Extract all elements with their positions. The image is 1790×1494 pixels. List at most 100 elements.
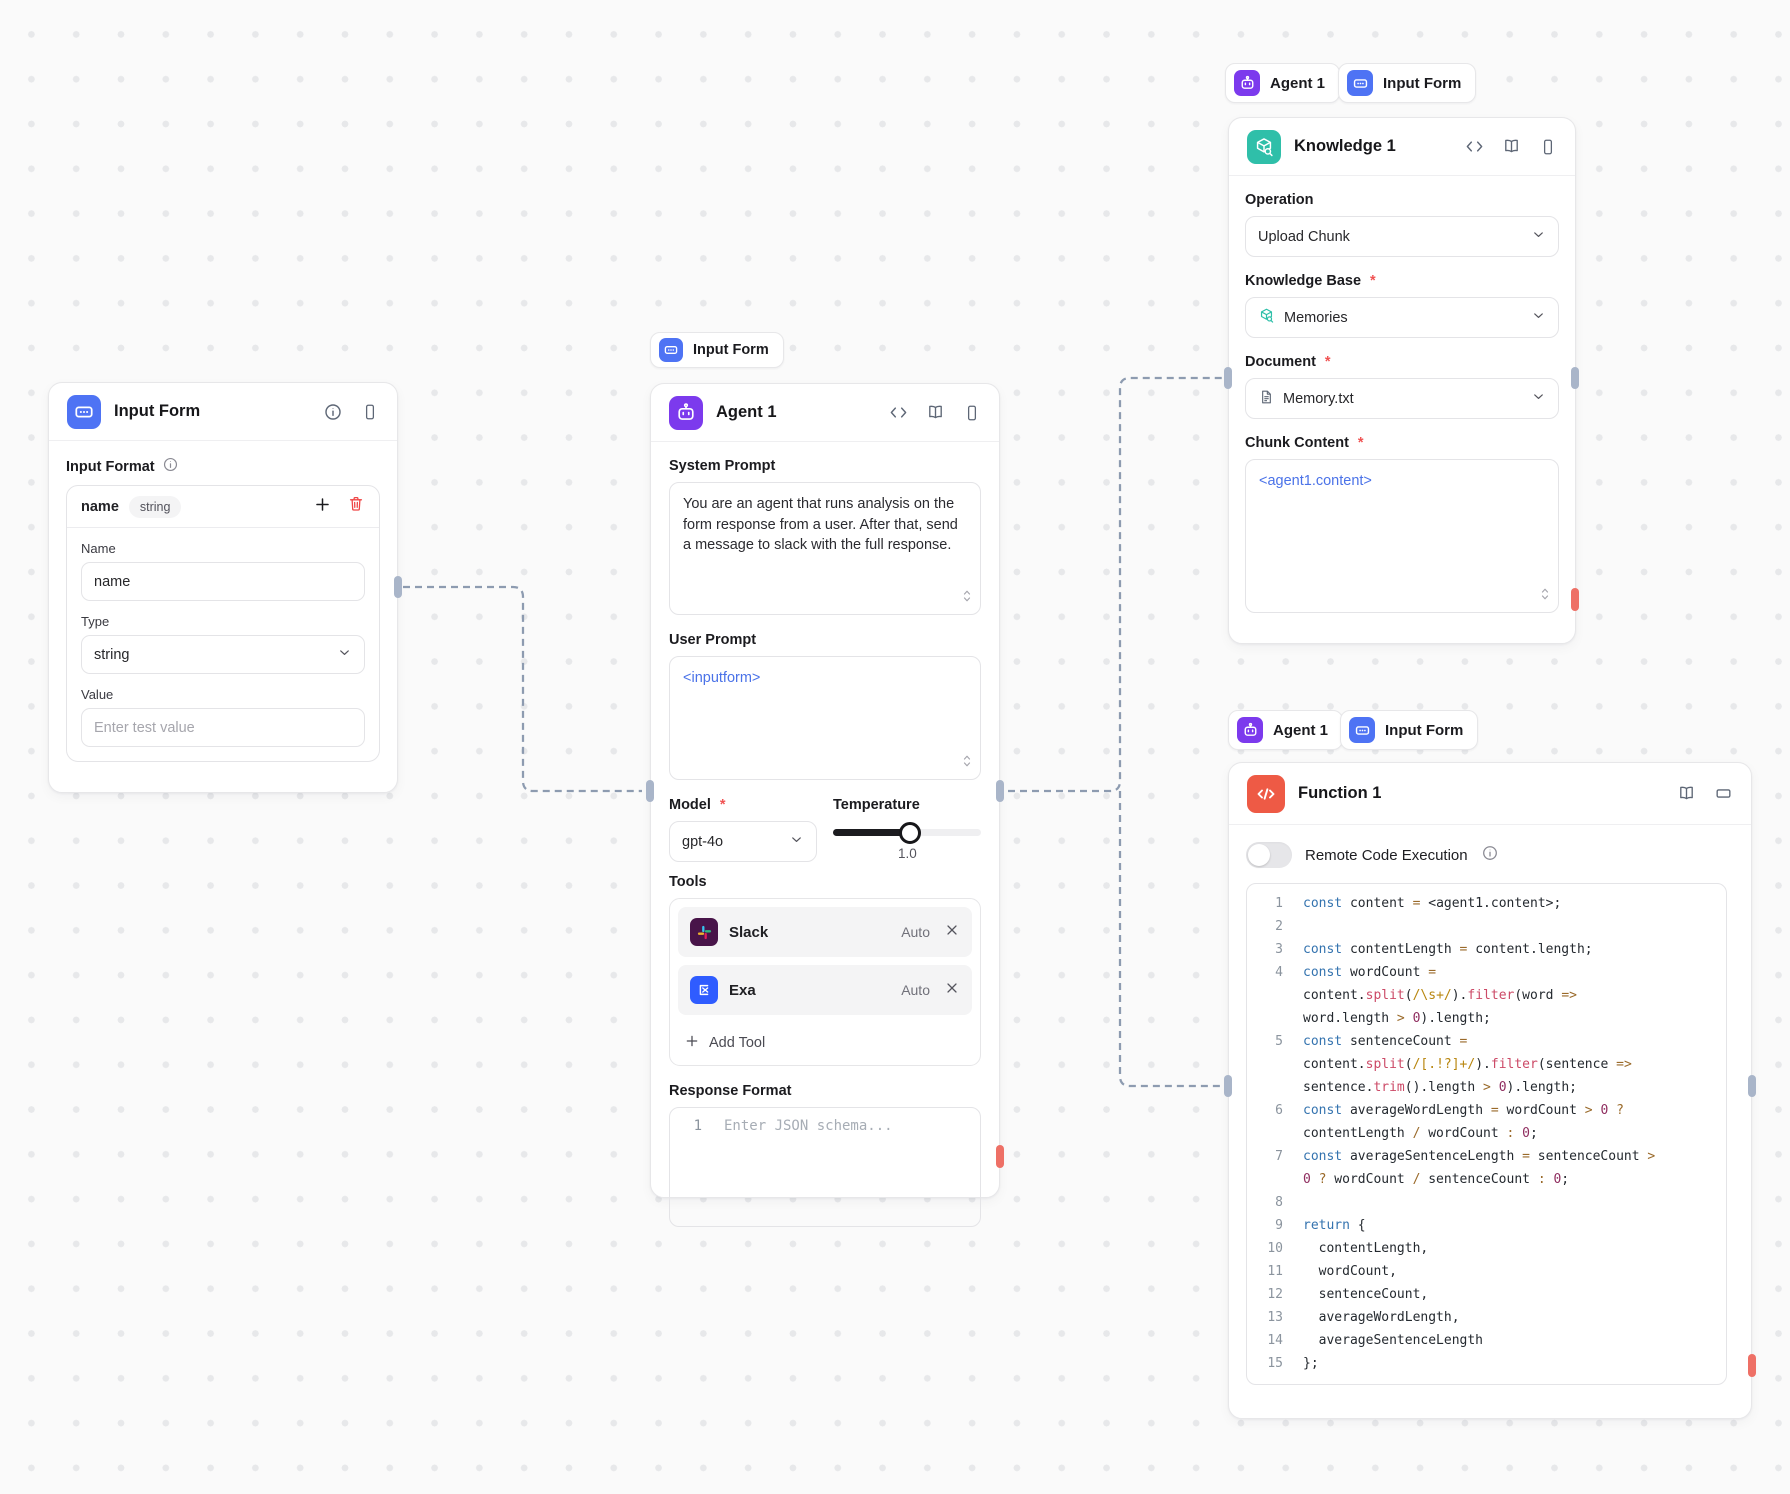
value-input[interactable]: Enter test value — [81, 708, 365, 747]
input-form-icon — [659, 338, 683, 362]
model-label: Model* — [669, 797, 726, 813]
port-knowledge-input[interactable] — [1224, 367, 1232, 389]
temperature-slider[interactable] — [833, 821, 981, 844]
node-title: Knowledge 1 — [1294, 137, 1396, 155]
file-icon — [1258, 389, 1274, 409]
model-select[interactable]: gpt-4o — [669, 821, 817, 862]
reference-badge-input-form[interactable]: Input Form — [650, 332, 784, 368]
temperature-value: 1.0 — [897, 846, 917, 861]
code-row: 12 sentenceCount, — [1267, 1287, 1429, 1302]
port-input-form-output[interactable] — [394, 576, 402, 598]
knowledge-base-select[interactable]: Memories — [1245, 297, 1559, 338]
port-agent-input[interactable] — [646, 780, 654, 802]
user-prompt-textarea[interactable]: <inputform> — [669, 656, 981, 780]
resize-handle-icon[interactable] — [1539, 587, 1551, 608]
book-icon[interactable] — [1502, 137, 1521, 156]
exa-icon — [690, 976, 718, 1004]
code-icon[interactable] — [889, 404, 908, 421]
port-function-output[interactable] — [1748, 1075, 1756, 1097]
tool-row-slack[interactable]: Slack Auto — [678, 907, 972, 957]
code-icon[interactable] — [1465, 138, 1484, 155]
add-field-icon[interactable] — [313, 495, 332, 519]
code-row: 0 ? wordCount / sentenceCount : 0; — [1303, 1172, 1570, 1187]
port-knowledge-output[interactable] — [1571, 367, 1579, 389]
document-label: Document* — [1245, 354, 1331, 370]
port-agent-output[interactable] — [996, 780, 1004, 802]
function-icon — [1247, 774, 1285, 813]
value-label: Value — [81, 687, 114, 702]
book-icon[interactable] — [1677, 784, 1696, 803]
resize-handle-icon[interactable] — [961, 589, 973, 610]
operation-select[interactable]: Upload Chunk — [1245, 216, 1559, 257]
input-form-node[interactable]: Input Form Input Format name string — [48, 382, 398, 793]
agent-robot-icon — [669, 395, 703, 430]
type-label: Type — [81, 614, 110, 629]
reference-badge-input-form[interactable]: Input Form — [1340, 710, 1479, 750]
user-prompt-label: User Prompt — [669, 632, 757, 648]
info-icon[interactable] — [162, 456, 179, 477]
port-knowledge-error-output[interactable] — [1571, 588, 1579, 611]
phone-icon[interactable] — [361, 403, 379, 421]
port-function-error-output[interactable] — [1748, 1354, 1756, 1377]
reference-badge-input-form[interactable]: Input Form — [1338, 63, 1477, 103]
phone-icon[interactable] — [963, 404, 981, 422]
temperature-label: Temperature — [833, 797, 920, 813]
code-row: 13 averageWordLength, — [1267, 1310, 1460, 1325]
book-icon[interactable] — [926, 403, 945, 422]
reference-badge-agent[interactable]: Agent 1 — [1228, 710, 1344, 750]
input-form-icon — [1347, 70, 1373, 96]
phone-icon[interactable] — [1539, 138, 1557, 156]
delete-field-icon[interactable] — [347, 495, 365, 518]
chevron-down-icon — [337, 645, 352, 664]
info-icon[interactable] — [1481, 844, 1499, 867]
reference-badge-agent[interactable]: Agent 1 — [1225, 63, 1341, 103]
chunk-content-textarea[interactable]: <agent1.content> — [1245, 459, 1559, 613]
chevron-down-icon — [1531, 227, 1546, 246]
code-row: 2 — [1275, 919, 1283, 934]
port-function-input[interactable] — [1224, 1075, 1232, 1097]
type-select[interactable]: string — [81, 635, 365, 674]
code-row: 14 averageSentenceLength — [1267, 1333, 1484, 1348]
name-input[interactable]: name — [81, 562, 365, 601]
code-row: content.split(/[.!?]+/).filter(sentence … — [1303, 1057, 1632, 1072]
agent-node-header: Agent 1 — [651, 384, 999, 442]
slack-icon — [690, 918, 718, 946]
response-format-editor[interactable]: 1 Enter JSON schema... — [669, 1107, 981, 1227]
resize-handle-icon[interactable] — [961, 754, 973, 775]
code-row: word.length > 0).length; — [1303, 1011, 1491, 1026]
tool-row-exa[interactable]: Exa Auto — [678, 965, 972, 1015]
knowledge-node-header: Knowledge 1 — [1229, 118, 1575, 176]
window-icon[interactable] — [1714, 784, 1733, 803]
field-row-name: name — [81, 498, 119, 515]
connector-agent-to-knowledge — [1008, 376, 1224, 793]
add-tool-button[interactable]: Add Tool — [678, 1023, 972, 1057]
temperature-slider-thumb[interactable] — [898, 821, 921, 844]
code-row: content.split(/\s+/).filter(word => — [1303, 988, 1577, 1003]
chevron-down-icon — [789, 832, 804, 851]
remove-tool-icon[interactable] — [944, 922, 960, 943]
document-select[interactable]: Memory.txt — [1245, 378, 1559, 419]
code-row: 8 — [1275, 1195, 1283, 1210]
port-agent-error-output[interactable] — [996, 1145, 1004, 1168]
remote-code-execution-label: Remote Code Execution — [1305, 846, 1468, 864]
remove-tool-icon[interactable] — [944, 980, 960, 1001]
node-title: Input Form — [114, 402, 201, 420]
response-format-placeholder: Enter JSON schema... — [724, 1118, 893, 1134]
knowledge-node[interactable]: Knowledge 1 Operation Upload Chunk Knowl… — [1228, 117, 1576, 644]
chevron-down-icon — [1531, 389, 1546, 408]
agent-node[interactable]: Agent 1 System Prompt You are an agent t… — [650, 383, 1000, 1227]
info-icon[interactable] — [323, 402, 343, 422]
response-format-label: Response Format — [669, 1083, 792, 1099]
knowledge-base-icon — [1258, 307, 1275, 328]
system-prompt-textarea[interactable]: You are an agent that runs analysis on t… — [669, 482, 981, 615]
temperature-slider-fill — [833, 829, 910, 836]
agent-robot-icon — [1237, 717, 1263, 743]
remote-code-execution-toggle[interactable] — [1246, 842, 1292, 868]
